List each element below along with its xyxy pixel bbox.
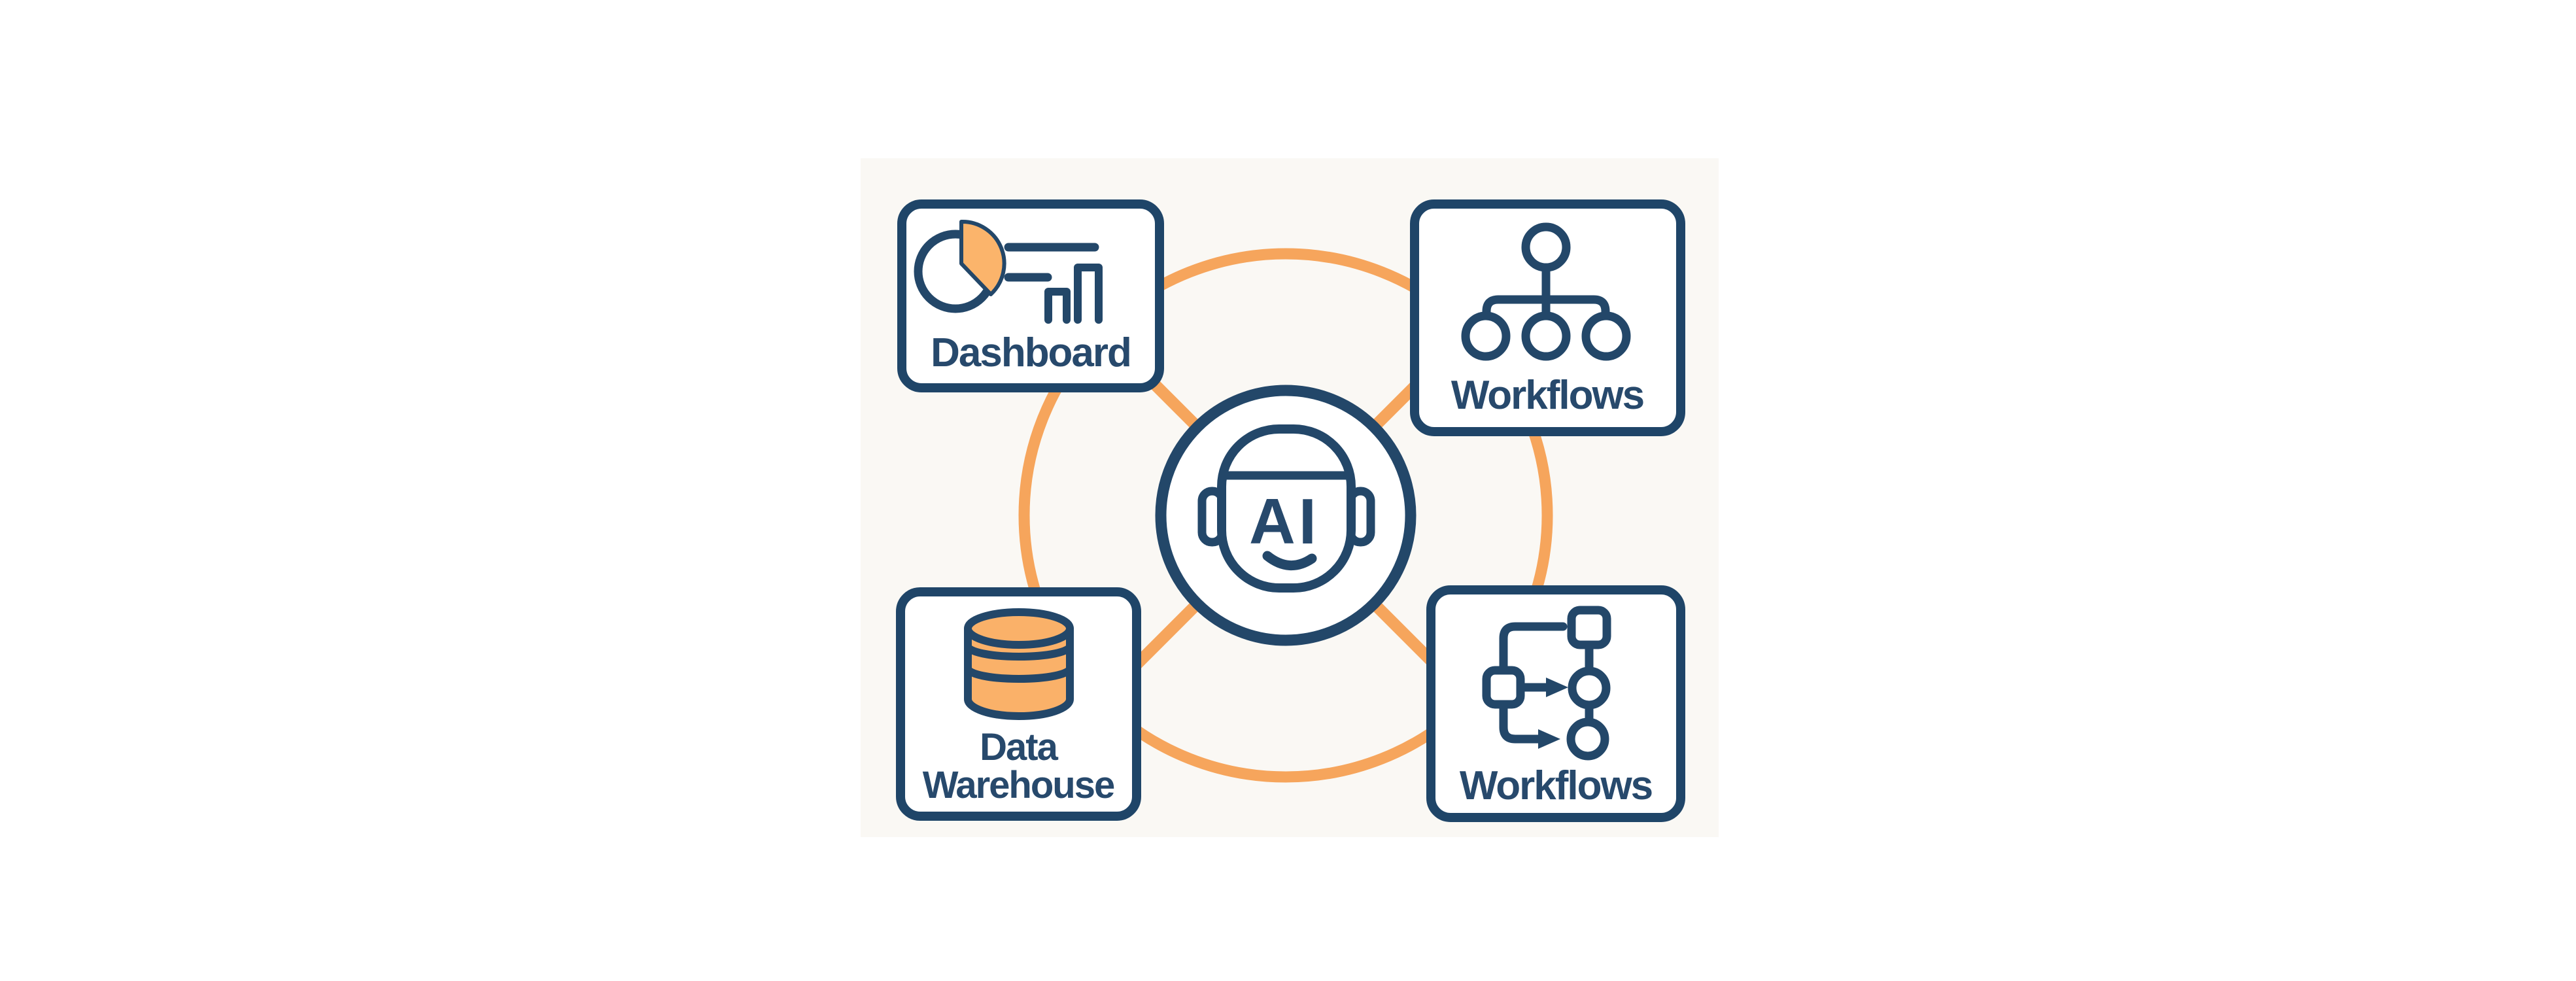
robot-face-icon [1197, 424, 1375, 593]
flowchart-arrow-bottom-head [1538, 729, 1560, 749]
database-icon [964, 608, 1074, 720]
node-label-dashboard: Dashboard [931, 330, 1131, 375]
dashboard-chart-icon [914, 219, 1103, 324]
robot-head [1217, 424, 1356, 593]
database-band-upper [964, 645, 1074, 661]
node-dashboard: Dashboard [897, 199, 1164, 392]
bar-chart-icon [1044, 288, 1071, 324]
node-workflows-top: Workflows [1410, 199, 1685, 436]
node-label-workflows-top: Workflows [1451, 373, 1643, 418]
flowchart-down-elbow [1499, 700, 1543, 744]
robot-smile [1262, 551, 1317, 571]
database-band-lower [964, 667, 1074, 683]
pie-slice [959, 219, 1006, 296]
ai-hub: AI [1155, 385, 1417, 646]
org-tree-root [1521, 222, 1571, 272]
database-top [964, 608, 1074, 649]
org-tree-icon [1461, 222, 1631, 361]
node-label-workflows-bottom: Workflows [1460, 763, 1652, 808]
flowchart-up-elbow [1499, 622, 1568, 674]
database-body [964, 625, 1074, 720]
org-tree-branch [1482, 295, 1610, 321]
node-data-warehouse: Data Warehouse [896, 587, 1141, 821]
connection-ring [1018, 248, 1553, 783]
flowchart-circle-bottom [1566, 717, 1609, 761]
flowchart-icon [1482, 606, 1611, 761]
ai-hub-label: AI [1249, 485, 1320, 557]
org-tree-leaf-left [1461, 311, 1511, 361]
connector-spoke-top-left [1148, 378, 1205, 435]
node-label-data: Data [980, 726, 1058, 768]
flowchart-arrow-mid-head [1546, 678, 1568, 697]
bar-chart-icon-tall [1074, 264, 1103, 324]
workflows-bottom-card [1426, 585, 1685, 822]
org-tree-leaf-mid [1521, 311, 1571, 361]
org-tree-leaf-right [1581, 311, 1631, 361]
node-label-warehouse: Warehouse [923, 764, 1114, 806]
flowchart-circle-mid [1568, 666, 1611, 710]
flowchart-square-left [1482, 666, 1525, 709]
flowchart-square-top [1567, 606, 1611, 649]
node-workflows-bottom: Workflows [1426, 585, 1685, 822]
